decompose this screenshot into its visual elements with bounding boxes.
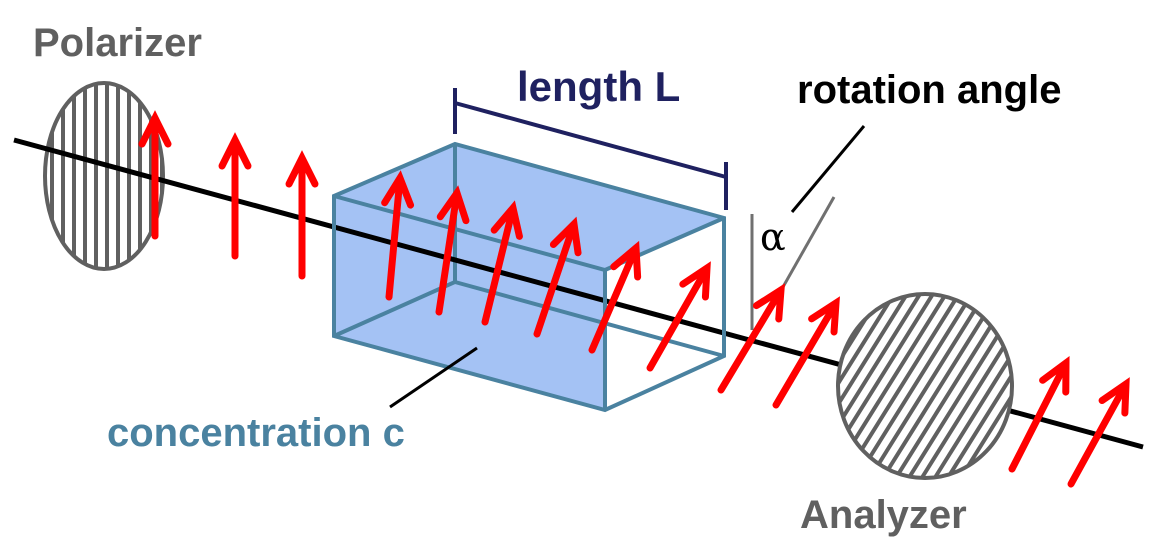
- rotation-angle-indicator: [750, 125, 866, 330]
- analyzer-stripe: [896, 324, 993, 475]
- analyzer-stripe: [948, 374, 1014, 476]
- polarization-arrow: [646, 261, 711, 372]
- polarization-arrow: [1067, 377, 1130, 488]
- polarization-arrow: [381, 170, 415, 301]
- length-label: length L: [517, 63, 680, 110]
- analyzer-stripes: [836, 293, 1014, 479]
- alpha-symbol: α: [760, 215, 786, 259]
- polarization-arrow: [138, 110, 172, 240]
- analyzer-disk: [836, 292, 1014, 480]
- polarization-arrow: [1008, 356, 1070, 473]
- cuvette-fill: [334, 144, 724, 410]
- polarization-arrow: [285, 150, 319, 280]
- analyzer-stripe: [966, 395, 1014, 467]
- cuvette-back-bottom-edge: [454, 280, 725, 358]
- cuvette-outline: [332, 141, 726, 413]
- concentration-label: concentration c: [107, 411, 405, 455]
- rotation-leader-line: [790, 125, 866, 213]
- analyzer-stripe: [907, 334, 1000, 478]
- analyzer-stripe: [841, 317, 868, 356]
- cuvette-front: [332, 141, 726, 413]
- rotated-line: [781, 196, 836, 288]
- analyzer-stripe: [876, 309, 977, 465]
- analyzer-stripe: [920, 345, 1006, 479]
- analyzer-stripe: [852, 295, 947, 442]
- rotation-angle-label: rotation angle: [797, 68, 1061, 112]
- polarization-arrow: [481, 200, 523, 326]
- polarizer-label: Polarizer: [33, 21, 202, 65]
- polarization-arrow: [435, 185, 470, 316]
- analyzer-stripe: [841, 293, 922, 419]
- concentration-leader-line: [389, 346, 478, 409]
- polarization-arrow: [772, 296, 840, 409]
- analyzer-stripe: [846, 293, 935, 431]
- analyzer-stripe: [933, 358, 1011, 479]
- analyzer-stripe: [868, 303, 968, 459]
- analyzer-label: Analyzer: [800, 493, 967, 537]
- analyzer-stripe: [860, 298, 958, 451]
- analyzer-stripe: [836, 301, 891, 385]
- analyzer-stripe: [837, 295, 908, 404]
- length-bracket: [453, 88, 728, 210]
- polarization-arrow: [717, 283, 786, 394]
- polarization-arrow: [533, 216, 582, 338]
- analyzer-stripe: [886, 316, 985, 471]
- polarization-arrows: [138, 110, 1130, 488]
- polarization-arrow: [588, 240, 642, 354]
- polarization-arrow: [218, 132, 252, 260]
